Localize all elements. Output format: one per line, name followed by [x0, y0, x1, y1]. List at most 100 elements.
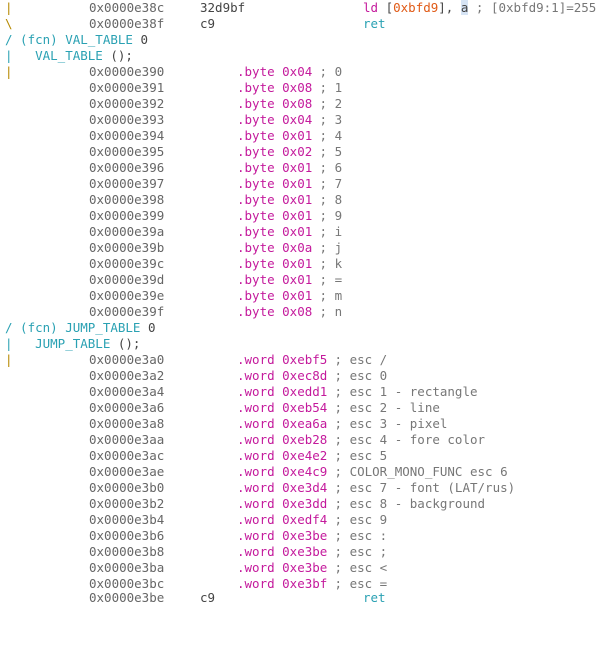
signature-name: | JUMP_TABLE — [5, 336, 111, 351]
signature-params: (); — [102, 48, 133, 63]
function-signature[interactable]: | JUMP_TABLE (); — [0, 336, 140, 352]
address[interactable]: 0x0000e390 — [89, 64, 165, 79]
data-directive: .word 0xe3be — [237, 560, 328, 575]
address[interactable]: 0x0000e3aa — [89, 432, 165, 447]
address[interactable]: 0x0000e3ba — [89, 560, 165, 575]
comment: ; esc 5 — [327, 448, 388, 463]
function-size: 0 — [140, 32, 148, 47]
function-name: / (fcn) VAL_TABLE — [5, 32, 133, 47]
address[interactable]: 0x0000e38f — [89, 16, 165, 31]
function-signature[interactable]: | VAL_TABLE (); — [0, 48, 133, 64]
instruction-row[interactable]: 0x0000e3be c9 ret — [0, 590, 386, 606]
comment: ; i — [312, 224, 343, 239]
address[interactable]: 0x0000e3b6 — [89, 528, 165, 543]
comment: ; 0 — [312, 64, 343, 79]
instruction-text: ld [0xbfd9], a ; [0xbfd9:1]=255 — [363, 0, 596, 16]
address[interactable]: 0x0000e3b0 — [89, 480, 165, 495]
address[interactable]: 0x0000e39f — [89, 304, 165, 319]
comment: ; esc 1 - rectangle — [327, 384, 478, 399]
function-header-text: / (fcn) JUMP_TABLE 0 — [5, 320, 156, 336]
function-header-text: / (fcn) VAL_TABLE 0 — [5, 32, 148, 48]
gutter-pipe: | — [5, 64, 13, 79]
data-directive: .word 0xe3bf — [237, 576, 328, 591]
comment: ; m — [312, 288, 343, 303]
address[interactable]: 0x0000e3ac — [89, 448, 165, 463]
comment: ; 6 — [312, 160, 343, 175]
comment: ; esc 3 - pixel — [327, 416, 448, 431]
address[interactable]: 0x0000e396 — [89, 160, 165, 175]
mnemonic: ld — [363, 0, 379, 15]
data-directive: .byte 0x01 — [237, 256, 313, 271]
function-header[interactable]: / (fcn) VAL_TABLE 0 — [0, 32, 148, 48]
register-a-highlight[interactable]: a — [460, 0, 469, 15]
comment: ; esc / — [327, 352, 388, 367]
data-directive: .byte 0x04 — [237, 64, 313, 79]
comment: ; esc 8 - background — [327, 496, 486, 511]
data-directive: .byte 0x01 — [237, 128, 313, 143]
address[interactable]: 0x0000e3a0 — [89, 352, 165, 367]
data-directive: .word 0xebf5 — [237, 352, 328, 367]
comment: ; = — [312, 272, 343, 287]
address[interactable]: 0x0000e3a4 — [89, 384, 165, 399]
address[interactable]: 0x0000e398 — [89, 192, 165, 207]
address[interactable]: 0x0000e39b — [89, 240, 165, 255]
comment: ; esc ; — [327, 544, 388, 559]
operand-separator: ], — [438, 0, 461, 15]
address[interactable]: 0x0000e39c — [89, 256, 165, 271]
address[interactable]: 0x0000e397 — [89, 176, 165, 191]
comment: ; 5 — [312, 144, 343, 159]
disassembly-listing: | 0x0000e38c 32d9bf ld [0xbfd9], a ; [0x… — [0, 0, 596, 606]
data-directive: .word 0xedf4 — [237, 512, 328, 527]
address[interactable]: 0x0000e395 — [89, 144, 165, 159]
data-directive: .byte 0x01 — [237, 224, 313, 239]
address[interactable]: 0x0000e392 — [89, 96, 165, 111]
data-directive: .word 0xea6a — [237, 416, 328, 431]
opcode-bytes: c9 — [200, 590, 216, 605]
function-header[interactable]: / (fcn) JUMP_TABLE 0 — [0, 320, 156, 336]
comment: ; 2 — [312, 96, 343, 111]
address[interactable]: 0x0000e3b4 — [89, 512, 165, 527]
data-directive: .byte 0x0a — [237, 240, 313, 255]
gutter-pipe: | — [5, 0, 13, 15]
address[interactable]: 0x0000e39a — [89, 224, 165, 239]
comment: ; esc < — [327, 560, 388, 575]
address[interactable]: 0x0000e3b8 — [89, 544, 165, 559]
address[interactable]: 0x0000e394 — [89, 128, 165, 143]
address[interactable]: 0x0000e393 — [89, 112, 165, 127]
comment: ; 3 — [312, 112, 343, 127]
comment: ; 7 — [312, 176, 343, 191]
address[interactable]: 0x0000e39e — [89, 288, 165, 303]
address[interactable]: 0x0000e3b2 — [89, 496, 165, 511]
comment: ; esc 4 - fore color — [327, 432, 486, 447]
address[interactable]: 0x0000e3ae — [89, 464, 165, 479]
data-directive: .byte 0x01 — [237, 272, 313, 287]
address[interactable]: 0x0000e3be — [89, 590, 165, 605]
data-directive: .byte 0x08 — [237, 96, 313, 111]
data-directive: .word 0xe3d4 — [237, 480, 328, 495]
address[interactable]: 0x0000e391 — [89, 80, 165, 95]
signature-name: | VAL_TABLE — [5, 48, 103, 63]
address[interactable]: 0x0000e3a6 — [89, 400, 165, 415]
memory-operand[interactable]: 0xbfd9 — [393, 0, 439, 15]
instruction-row[interactable]: \ 0x0000e38f c9 ret — [0, 16, 386, 32]
data-directive: .byte 0x02 — [237, 144, 313, 159]
instruction-row[interactable]: | 0x0000e38c 32d9bf ld [0xbfd9], a ; [0x… — [0, 0, 596, 16]
address[interactable]: 0x0000e3a8 — [89, 416, 165, 431]
function-signature-text: | VAL_TABLE (); — [5, 48, 133, 64]
comment: ; 1 — [312, 80, 343, 95]
data-directive: .byte 0x01 — [237, 176, 313, 191]
data-directive: .byte 0x08 — [237, 304, 313, 319]
address[interactable]: 0x0000e399 — [89, 208, 165, 223]
data-directive: .word 0xe4c9 — [237, 464, 328, 479]
data-directive: .byte 0x01 — [237, 288, 313, 303]
gutter-pipe: | — [5, 352, 13, 367]
address[interactable]: 0x0000e38c — [89, 0, 165, 15]
address[interactable]: 0x0000e3a2 — [89, 368, 165, 383]
address[interactable]: 0x0000e39d — [89, 272, 165, 287]
data-directive: .word 0xeb54 — [237, 400, 328, 415]
comment: ; COLOR_MONO_FUNC esc 6 — [327, 464, 508, 479]
comment: ; esc 2 - line — [327, 400, 440, 415]
data-directive: .word 0xeb28 — [237, 432, 328, 447]
address[interactable]: 0x0000e3bc — [89, 576, 165, 591]
mnemonic: ret — [363, 590, 386, 605]
